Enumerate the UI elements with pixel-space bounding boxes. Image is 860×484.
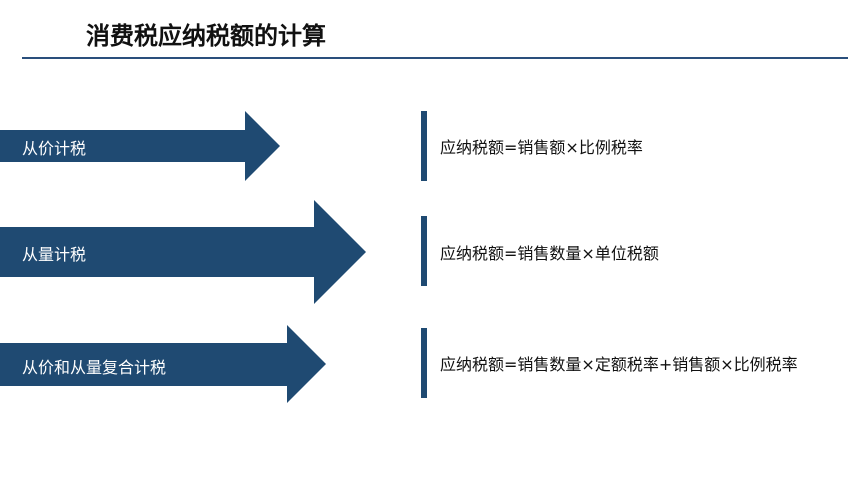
arrow-row-2: 从量计税: [0, 199, 368, 305]
method-label-3: 从价和从量复合计税: [22, 358, 167, 377]
arrow-row-3: 从价和从量复合计税: [0, 324, 328, 404]
divider-bar-2: [421, 216, 427, 286]
formula-text-2: 应纳税额=销售数量×单位税额: [440, 244, 659, 263]
method-label-2: 从量计税: [22, 245, 87, 264]
formula-text-3: 应纳税额=销售数量×定额税率+销售额×比例税率: [440, 355, 798, 374]
arrow-shape: [0, 200, 366, 304]
arrow-shape: [0, 325, 326, 403]
method-label-1: 从价计税: [22, 139, 87, 158]
arrow-shape: [0, 111, 280, 181]
arrow-row-1: 从价计税: [0, 110, 282, 182]
divider-bar-3: [421, 328, 427, 398]
page-title: 消费税应纳税额的计算: [86, 22, 326, 50]
formula-text-1: 应纳税额=销售额×比例税率: [440, 138, 643, 157]
divider-bar-1: [421, 111, 427, 181]
title-divider: [22, 57, 848, 59]
